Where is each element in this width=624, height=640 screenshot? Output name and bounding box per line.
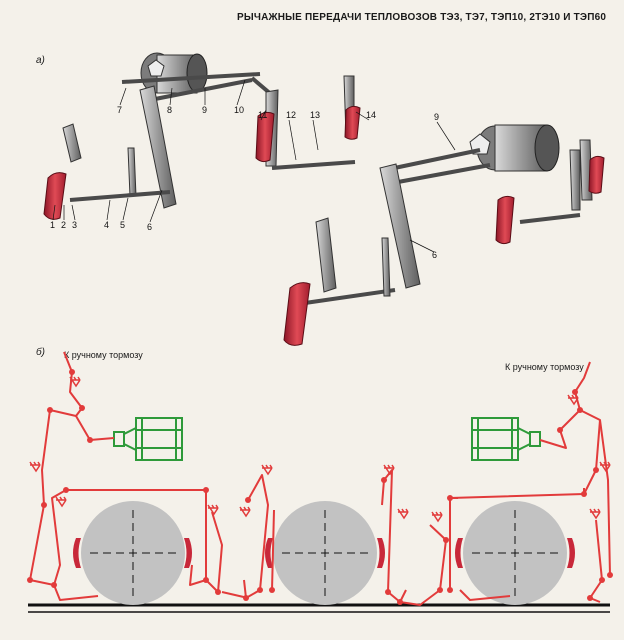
callout-4: 4 [104, 220, 109, 230]
page-title: РЫЧАЖНЫЕ ПЕРЕДАЧИ ТЕПЛОВОЗОВ ТЭ3, ТЭ7, Т… [237, 12, 607, 23]
rail [28, 603, 610, 613]
fixed-pivots [29, 376, 611, 523]
callout-2: 2 [61, 220, 66, 230]
callout-13: 13 [310, 110, 320, 120]
schematic-cylinder-right [471, 417, 541, 461]
callout-5: 5 [120, 220, 125, 230]
callout-9-right: 9 [434, 112, 439, 122]
callout-8: 8 [167, 105, 172, 115]
brake-cylinder-right [469, 124, 560, 172]
callout-1: 1 [50, 220, 55, 230]
callout-numbers: 1 2 3 4 5 6 7 8 9 10 11 12 13 14 9 6 [50, 105, 439, 260]
schematic-brake-shoes [73, 538, 575, 568]
callout-11: 11 [258, 110, 267, 120]
levers-left [62, 75, 355, 209]
callout-14: 14 [366, 110, 376, 120]
schematic-joints [27, 369, 613, 605]
callout-3: 3 [72, 220, 77, 230]
brake-shoes-right [283, 155, 605, 346]
section-b-label: б) [36, 347, 45, 358]
hand-brake-note-right: К ручному тормозу [505, 362, 584, 372]
wheel-1 [81, 501, 185, 605]
levers-right [315, 139, 593, 297]
brake-cylinder-left [140, 52, 208, 94]
pull-rods-left [69, 160, 356, 202]
callout-7: 7 [117, 105, 122, 115]
callout-12: 12 [286, 110, 296, 120]
brake-shoes-left [43, 105, 361, 220]
upper-rods-right [304, 148, 581, 305]
hand-brake-note-left: К ручному тормозу [64, 350, 143, 360]
callout-leaders [52, 79, 456, 253]
wheel-2 [273, 501, 377, 605]
callout-6-right: 6 [432, 250, 437, 260]
callout-9: 9 [202, 105, 207, 115]
callout-6: 6 [147, 222, 152, 232]
wheel-3 [463, 501, 567, 605]
section-a-label: а) [36, 55, 45, 66]
wheels [81, 501, 567, 605]
schematic-cylinder-left [113, 417, 183, 461]
callout-10: 10 [234, 105, 244, 115]
